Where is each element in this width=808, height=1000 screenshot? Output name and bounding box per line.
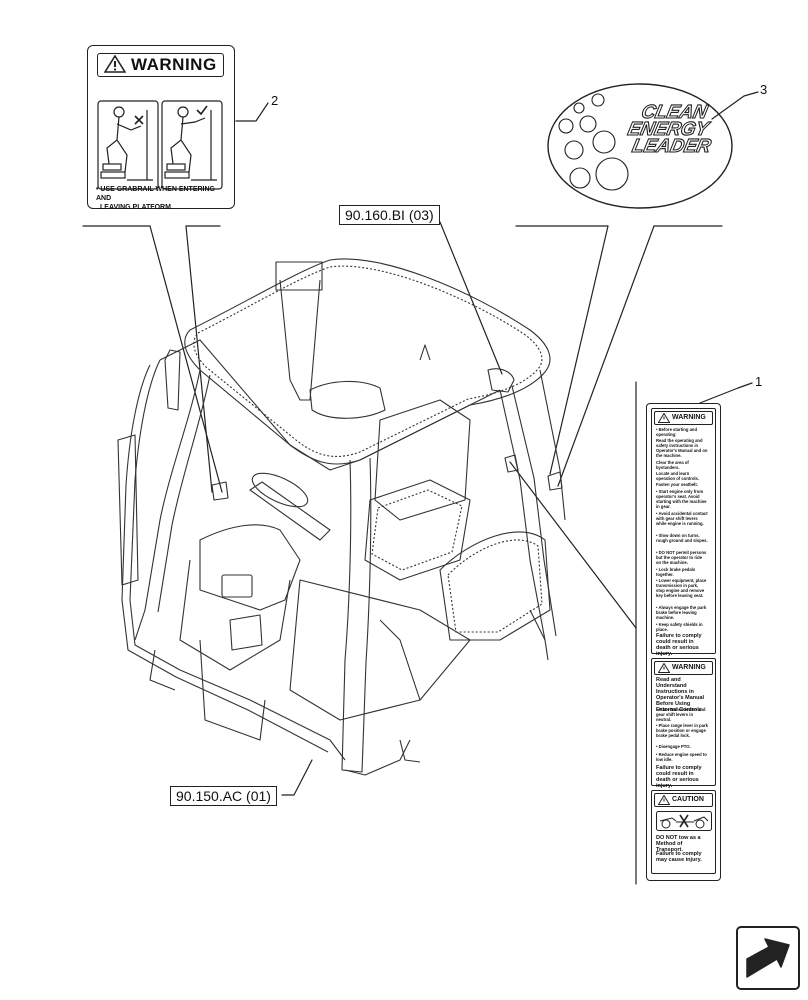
panel-c-footer: Failure to comply may cause injury.: [656, 851, 702, 863]
warning-triangle-icon: [104, 55, 126, 73]
panel-a-header-text: WARNING: [672, 414, 706, 421]
panel-b-item: • Place transmission and gear shift leve…: [656, 707, 706, 722]
callout-number-1: 1: [755, 374, 763, 389]
panel-c-header-text: CAUTION: [672, 796, 704, 803]
arrow-icon: [736, 926, 800, 990]
panel-a-item: • Avoid accidental contact with gear shi…: [656, 511, 708, 526]
leader-ref-bottom: [281, 759, 313, 796]
leader-lines-decal-2: [82, 102, 269, 493]
panel-a-item: • Lower equipment, place transmission in…: [656, 578, 707, 598]
panel-a-item: Fasten your seatbelt.: [656, 482, 698, 487]
reference-top[interactable]: 90.160.BI (03): [339, 205, 440, 225]
panel-a-item: Read the operating and safety instructio…: [656, 438, 708, 458]
panel-a-header: WARNING: [654, 411, 713, 425]
grabrail-caption: • USE GRABRAIL WHEN ENTERING AND LEAVING…: [96, 185, 228, 212]
panel-a-footer: Failure to comply could result in death …: [656, 633, 702, 657]
panel-b-title: Read and Understand Instructions in Oper…: [656, 677, 705, 713]
warning-panel-a: WARNING • Before starting and operating:…: [651, 408, 716, 657]
reference-bottom[interactable]: 90.150.AC (01): [170, 786, 277, 806]
callout-number-3: 3: [760, 82, 768, 97]
panel-b-footer: Failure to comply could result in death …: [656, 765, 702, 789]
caution-panel-c: CAUTION DO NOT tow as a Method of Transp…: [651, 790, 716, 874]
warning-panel-b: WARNING Read and Understand Instructions…: [651, 658, 716, 789]
caution-triangle-icon: [658, 795, 670, 805]
panel-a-item: • Before starting and operating:: [656, 427, 698, 437]
panel-a-item: Clear the area of bystanders.: [656, 460, 689, 470]
logo-text: CLEAN ENERGY LEADER: [603, 101, 734, 157]
leader-lines-decal-1: [509, 381, 753, 885]
panel-a-item: • Start engine only from operator's seat…: [656, 489, 707, 509]
callout-number-2: 2: [271, 93, 279, 108]
panel-a-item: • Lock brake pedals together.: [656, 567, 696, 577]
warning-triangle-icon: [658, 663, 670, 673]
leader-ref-top: [429, 221, 503, 375]
logo-oval-icon: [547, 83, 733, 209]
warning-decal-strip: WARNING • Before starting and operating:…: [646, 403, 721, 881]
panel-b-header: WARNING: [654, 661, 713, 675]
warning-triangle-icon: [658, 413, 670, 423]
warning-header-text: WARNING: [131, 55, 217, 74]
clean-energy-leader-logo: CLEAN ENERGY LEADER: [546, 82, 734, 210]
warning-decal-grabrail: WARNING: [87, 45, 235, 212]
panel-c-header: CAUTION: [654, 793, 713, 807]
panel-c-text: DO NOT tow as a Method of Transport.: [656, 835, 701, 853]
panel-b-item: • Reduce engine speed to low idle.: [656, 752, 707, 762]
panel-a-item: • Keep safety shields in place.: [656, 622, 703, 632]
next-page-button[interactable]: [735, 925, 801, 991]
warning-header: WARNING: [97, 53, 224, 77]
panel-a-item: • Slow down on turns, rough ground and s…: [656, 533, 708, 543]
panel-b-header-text: WARNING: [672, 664, 706, 671]
panel-a-item: • Always engage the park brake before le…: [656, 605, 707, 620]
panel-b-item: • Place range lever in park brake positi…: [656, 723, 708, 738]
cab-outline: [117, 258, 566, 776]
caption-line-1: • USE GRABRAIL WHEN ENTERING AND: [96, 186, 215, 202]
panel-b-item: • Disengage PTO.: [656, 744, 691, 749]
logo-line-3: LEADER: [630, 135, 714, 157]
no-tow-pictogram: [656, 811, 712, 831]
caption-line-2: LEAVING PLATFORM.: [100, 204, 173, 211]
leader-lines-decal-3: [515, 91, 759, 487]
panel-a-item: Locate and learn operation of controls.: [656, 471, 700, 481]
panel-a-item: • DO NOT permit persons but the operator…: [656, 550, 707, 565]
grabrail-pictogram: [97, 100, 223, 190]
